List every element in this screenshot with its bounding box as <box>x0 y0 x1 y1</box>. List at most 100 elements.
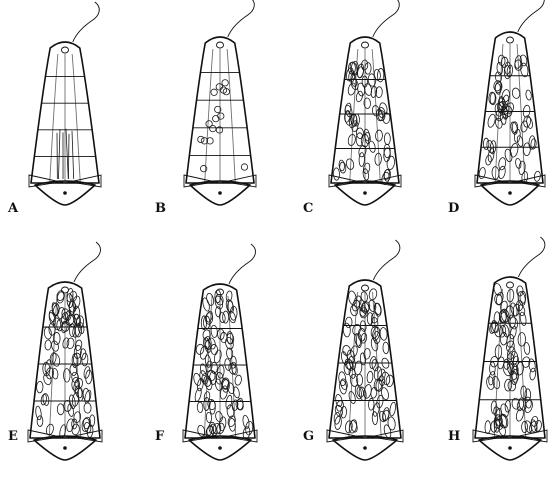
cell <box>211 344 218 355</box>
cell <box>83 366 91 379</box>
cell <box>372 412 378 425</box>
cell <box>57 404 64 415</box>
cell <box>507 289 515 302</box>
filament <box>68 134 69 179</box>
apical-hook <box>74 242 100 282</box>
cell <box>359 153 365 167</box>
vesicle <box>216 84 222 90</box>
cell <box>516 399 524 411</box>
panel-label-f: F <box>155 429 165 444</box>
dome-dot <box>508 191 512 195</box>
cell <box>523 342 530 354</box>
cell <box>215 411 224 423</box>
dome-dot <box>508 446 512 450</box>
panel-label-a: A <box>7 201 19 216</box>
cell <box>389 402 396 416</box>
cell <box>50 340 59 352</box>
cell <box>45 340 52 350</box>
vesicle <box>210 125 216 131</box>
cell <box>375 153 382 165</box>
dome-dot <box>218 191 222 195</box>
cell <box>333 168 339 181</box>
cell <box>36 381 43 393</box>
apical-hook <box>228 0 254 37</box>
panel-g: G <box>303 240 403 460</box>
cell <box>520 63 529 78</box>
dome-dot <box>63 446 67 450</box>
cell <box>485 421 491 434</box>
apical-hook <box>518 237 544 277</box>
apical-pore <box>217 42 224 48</box>
cell <box>373 303 382 316</box>
cell <box>356 133 363 146</box>
cell <box>63 369 70 383</box>
cell <box>234 375 242 386</box>
cell <box>35 406 42 420</box>
apical-pore <box>507 282 514 288</box>
cell <box>375 130 382 141</box>
cell <box>525 90 532 101</box>
cell <box>69 324 75 337</box>
panel-label-c: C <box>303 201 313 216</box>
cell <box>37 416 43 427</box>
longitudinal-line <box>227 49 235 183</box>
apical-pore <box>362 285 369 291</box>
cell <box>383 424 392 438</box>
panel-a: A <box>7 2 101 216</box>
cell <box>367 371 374 383</box>
vesicle <box>211 89 217 95</box>
cell <box>509 143 519 158</box>
cell <box>368 141 376 153</box>
panel-e: E <box>8 242 102 460</box>
dome-dot <box>363 191 367 195</box>
vesicle <box>222 80 228 86</box>
panel-label-e: E <box>8 429 18 444</box>
panel-f: F <box>155 244 257 460</box>
cell <box>84 403 91 413</box>
cell <box>519 312 527 326</box>
apical-hook <box>229 244 255 284</box>
panel-d: D <box>448 0 545 216</box>
cell <box>489 92 496 104</box>
cell <box>44 327 53 340</box>
cell <box>345 158 355 170</box>
cell <box>486 376 495 390</box>
cell <box>85 370 92 384</box>
cell <box>339 162 346 173</box>
cell <box>222 311 228 323</box>
panel-label-h: H <box>448 429 460 444</box>
panel-c: C <box>303 0 401 216</box>
vesicle <box>241 164 247 170</box>
cell <box>44 359 52 373</box>
cell <box>378 110 386 121</box>
cell <box>488 371 496 386</box>
cell <box>211 325 218 338</box>
cell <box>383 342 389 354</box>
dome-dot <box>363 446 367 450</box>
cell <box>515 158 522 169</box>
panels-group: A B C D E F G H <box>7 0 547 460</box>
cell <box>370 337 378 351</box>
apical-pore <box>62 47 69 53</box>
cell <box>523 143 531 156</box>
cell <box>483 138 489 149</box>
cell <box>345 317 352 328</box>
cell <box>226 291 233 302</box>
panel-h: H <box>448 237 547 460</box>
cell <box>512 369 519 382</box>
apical-hook <box>373 0 399 37</box>
filament <box>58 129 60 179</box>
cell <box>197 402 203 413</box>
vesicle <box>198 136 204 142</box>
cell <box>66 418 75 432</box>
longitudinal-line <box>205 49 213 183</box>
cell <box>368 74 377 87</box>
cell <box>495 292 504 306</box>
cell <box>217 365 224 379</box>
filament <box>72 131 74 179</box>
cell <box>231 362 239 376</box>
dome-dot <box>63 191 67 195</box>
panel-b: B <box>155 0 256 216</box>
dome-dot <box>218 446 222 450</box>
cell <box>512 88 521 99</box>
